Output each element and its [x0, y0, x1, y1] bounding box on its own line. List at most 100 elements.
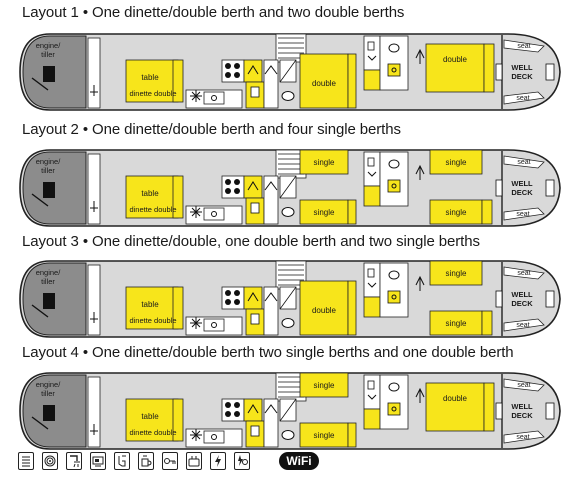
- corridor-marker: [264, 181, 278, 191]
- well-label: WELL: [511, 63, 533, 72]
- well-label: WELL: [511, 290, 533, 299]
- toilet-1: [281, 318, 295, 328]
- layout-4-title: Layout 4 • One dinette/double berth two …: [22, 344, 514, 361]
- seat-bottom: [503, 318, 545, 332]
- seat-top: [503, 155, 545, 169]
- hob-burner: [234, 188, 240, 194]
- tv-icon: [90, 452, 106, 470]
- shower-2-marker: [367, 282, 377, 288]
- mid-double-berth: [299, 53, 349, 109]
- hob-burner: [234, 179, 240, 185]
- tiller-label: tiller: [41, 389, 55, 398]
- unit-marker: [247, 404, 259, 414]
- engine-label: engine/: [36, 41, 62, 50]
- toilet-2: [388, 159, 400, 169]
- aft-berth-top-label: single: [446, 269, 467, 278]
- tiller-arm: [31, 77, 49, 91]
- shower-1-screen: [279, 59, 297, 83]
- dinette-label: dinette double: [129, 428, 176, 437]
- mid-bedside: [347, 422, 357, 448]
- mid-berth-bottom-label: single: [314, 431, 335, 440]
- layout-3-title: Layout 3 • One dinette/double, one doubl…: [22, 233, 480, 250]
- shower-1-screen: [279, 175, 297, 199]
- aft-bedside: [483, 43, 495, 93]
- mid-bedside: [347, 280, 357, 336]
- toaster-icon: [186, 452, 202, 470]
- layout-2-title: Layout 2 • One dinette/double berth and …: [22, 121, 401, 138]
- heater-icon: [190, 90, 202, 102]
- engine-hatch: [43, 293, 55, 309]
- mid-berth-top-label: single: [314, 158, 335, 167]
- mid-berth-top-label: single: [314, 381, 335, 390]
- hob-burner: [225, 290, 231, 296]
- bow-door: [495, 290, 503, 308]
- well-label: WELL: [511, 179, 533, 188]
- toilet-1: [281, 430, 295, 440]
- deck-label: DECK: [511, 188, 533, 197]
- vanity-2: [363, 408, 381, 430]
- hob-burner: [234, 63, 240, 69]
- dinette-bench: [172, 286, 184, 330]
- mid-double-berth: [299, 280, 349, 336]
- seat-top-label: seat: [517, 43, 530, 50]
- basin-2-drain: [391, 183, 397, 189]
- shower-2: [363, 151, 381, 187]
- aft-berth-bottom-label: single: [446, 208, 467, 217]
- table-label: table: [141, 73, 159, 82]
- layout-1-title: Layout 1 • One dinette/double berth and …: [22, 4, 405, 21]
- heater-icon: [190, 317, 202, 329]
- hob-burner: [234, 411, 240, 417]
- hairdryer-icon: [114, 452, 130, 470]
- sink-icon: [203, 207, 225, 221]
- heater-icon: [190, 206, 202, 218]
- seat-bottom: [503, 207, 545, 221]
- basin-1: [250, 425, 260, 437]
- seat-top: [503, 378, 545, 392]
- heater-icon: [190, 429, 202, 441]
- mid-berth-label: double: [312, 79, 337, 88]
- seat-top-label: seat: [517, 382, 530, 389]
- engine-label: engine/: [36, 157, 62, 166]
- tiller-arm: [31, 416, 49, 430]
- mid-bedside: [347, 199, 357, 225]
- engine-hatch: [43, 66, 55, 82]
- basin-1: [250, 202, 260, 214]
- aft-bedside: [483, 382, 495, 432]
- seat-bottom-label: seat: [516, 95, 529, 102]
- corridor-marker: [264, 292, 278, 302]
- shower-2-tray: [367, 41, 375, 51]
- aft-bedside: [481, 199, 493, 225]
- shower-2-tray: [367, 268, 375, 278]
- sink-drain: [211, 211, 217, 217]
- shower-2-tray: [367, 157, 375, 167]
- rear-steps: [87, 37, 101, 109]
- basin-1: [250, 86, 260, 98]
- mid-berth-bottom-label: single: [314, 208, 335, 217]
- rear-steps: [87, 153, 101, 225]
- power-icon: [210, 452, 226, 470]
- radiator-icon: [18, 452, 34, 470]
- toilet-2: [388, 270, 400, 280]
- aft-corridor-marker: [415, 275, 425, 291]
- basin-2-drain: [391, 67, 397, 73]
- seat-bottom: [503, 91, 545, 105]
- mug-icon: [138, 452, 154, 470]
- vanity-2: [363, 69, 381, 91]
- corridor-1: [263, 59, 279, 109]
- sink-icon: [203, 430, 225, 444]
- shower-2-marker: [367, 171, 377, 177]
- dinette-area: [125, 286, 179, 330]
- engine-label: engine/: [36, 268, 62, 277]
- unit-marker: [247, 292, 259, 302]
- hob-burner: [225, 188, 231, 194]
- aft-double-berth: [425, 43, 485, 93]
- galley-unit: [243, 59, 263, 83]
- sink-drain: [211, 95, 217, 101]
- engine-label: engine/: [36, 380, 62, 389]
- unit-marker: [247, 65, 259, 75]
- hob: [221, 286, 245, 310]
- corridor-1: [263, 286, 279, 336]
